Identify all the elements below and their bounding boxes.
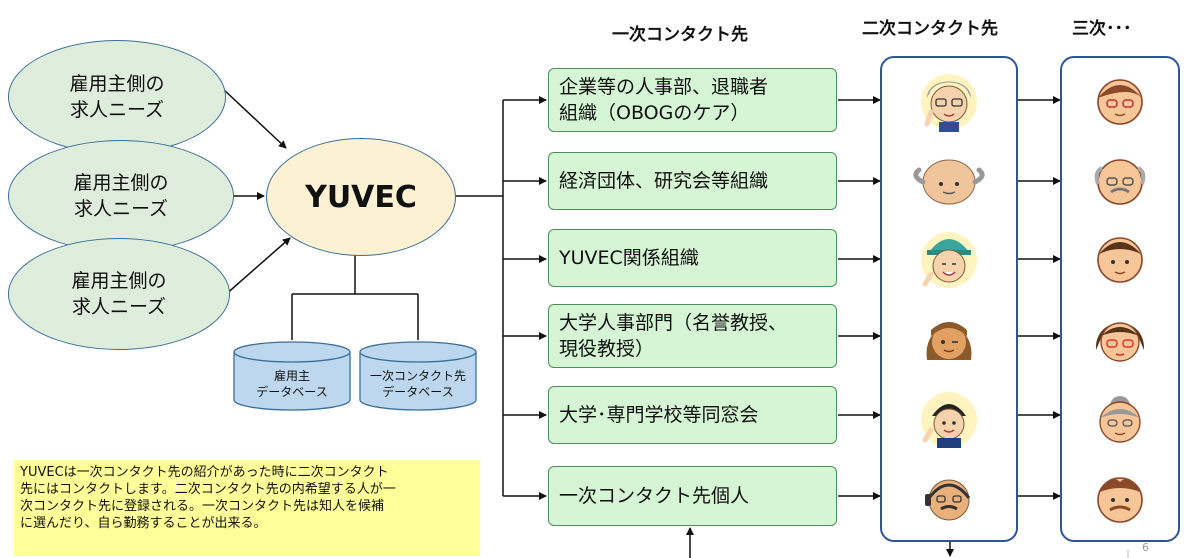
first-contact-box: 一次コンタクト先個人	[548, 466, 837, 526]
contact-database-cylinder	[359, 341, 477, 411]
first-contact-label: 企業等の人事部、退職者 組織（OBOGのケア）	[559, 76, 769, 124]
contact-to-second-arrows	[838, 96, 881, 500]
yuvec-hub-oval: YUVEC	[266, 138, 456, 256]
second-contact-panel	[880, 56, 1018, 542]
first-contact-label: 大学･専門学校等同窓会	[559, 404, 759, 426]
glasses-man-face-icon	[1097, 79, 1143, 125]
first-contact-box: YUVEC関係組織	[548, 229, 837, 287]
needs-to-hub-arrow-3	[223, 237, 291, 297]
contact-database-label: 一次コンタクト先 データベース	[369, 369, 466, 399]
man-headset-mustache-icon	[925, 479, 971, 521]
man-face-icon	[1097, 237, 1143, 283]
bald-old-man-icon	[913, 159, 985, 205]
mustache-old-man-face-icon	[1094, 159, 1146, 205]
first-contact-label: 経済団体、研究会等組織	[559, 170, 769, 192]
employer-needs-label: 雇用主側の 求人ニーズ	[69, 73, 165, 121]
first-contact-header: 一次コンタクト先	[612, 25, 748, 45]
senior-man-pointing-icon	[921, 74, 977, 132]
first-contact-box: 経済団体、研究会等組織	[548, 152, 837, 210]
mustache-man-face-icon	[1097, 477, 1143, 523]
man-pointing-icon	[921, 392, 977, 448]
employer-needs-oval-3: 雇用主側の 求人ニーズ	[8, 238, 230, 350]
first-contact-box: 大学･専門学校等同窓会	[548, 386, 837, 444]
employer-database-cylinder	[233, 341, 351, 411]
yuvec-hub-label: YUVEC	[305, 179, 417, 215]
employer-needs-oval-2: 雇用主側の 求人ニーズ	[8, 140, 234, 252]
first-contact-label: YUVEC関係組織	[559, 247, 699, 269]
worker-cap-man-icon	[921, 232, 977, 288]
bus-to-contact-arrows	[503, 96, 547, 500]
grandmother-face-icon	[1099, 396, 1141, 443]
third-contact-header: 三次･･･	[1072, 19, 1132, 39]
employer-needs-oval-1: 雇用主側の 求人ニーズ	[8, 40, 226, 154]
second-contact-avatars	[913, 74, 985, 521]
first-contact-label: 大学人事部門（名誉教授、 現役教授）	[559, 312, 788, 360]
explanation-note: YUVECは一次コンタクト先の紹介があった時に二次コンタクト 先にはコンタクトし…	[14, 460, 480, 556]
page-number: 6	[1142, 541, 1149, 554]
third-contact-faces	[1094, 79, 1146, 523]
employer-needs-label: 雇用主側の 求人ニーズ	[71, 270, 167, 318]
employer-database-label: 雇用主 データベース	[256, 369, 328, 399]
third-contact-panel	[1060, 56, 1180, 542]
second-to-third-arrows	[1018, 96, 1061, 500]
woman-winking-icon	[926, 322, 972, 360]
first-contact-box: 大学人事部門（名誉教授、 現役教授）	[548, 304, 837, 368]
needs-to-hub-arrow-1	[221, 87, 287, 149]
first-contact-label: 一次コンタクト先個人	[559, 485, 750, 507]
hub-to-databases-line	[291, 255, 419, 340]
first-contact-box: 企業等の人事部、退職者 組織（OBOGのケア）	[548, 68, 837, 132]
second-contact-header: 二次コンタクト先	[862, 19, 998, 39]
glasses-woman-face-icon	[1095, 322, 1145, 362]
employer-needs-label: 雇用主側の 求人ニーズ	[73, 172, 169, 220]
